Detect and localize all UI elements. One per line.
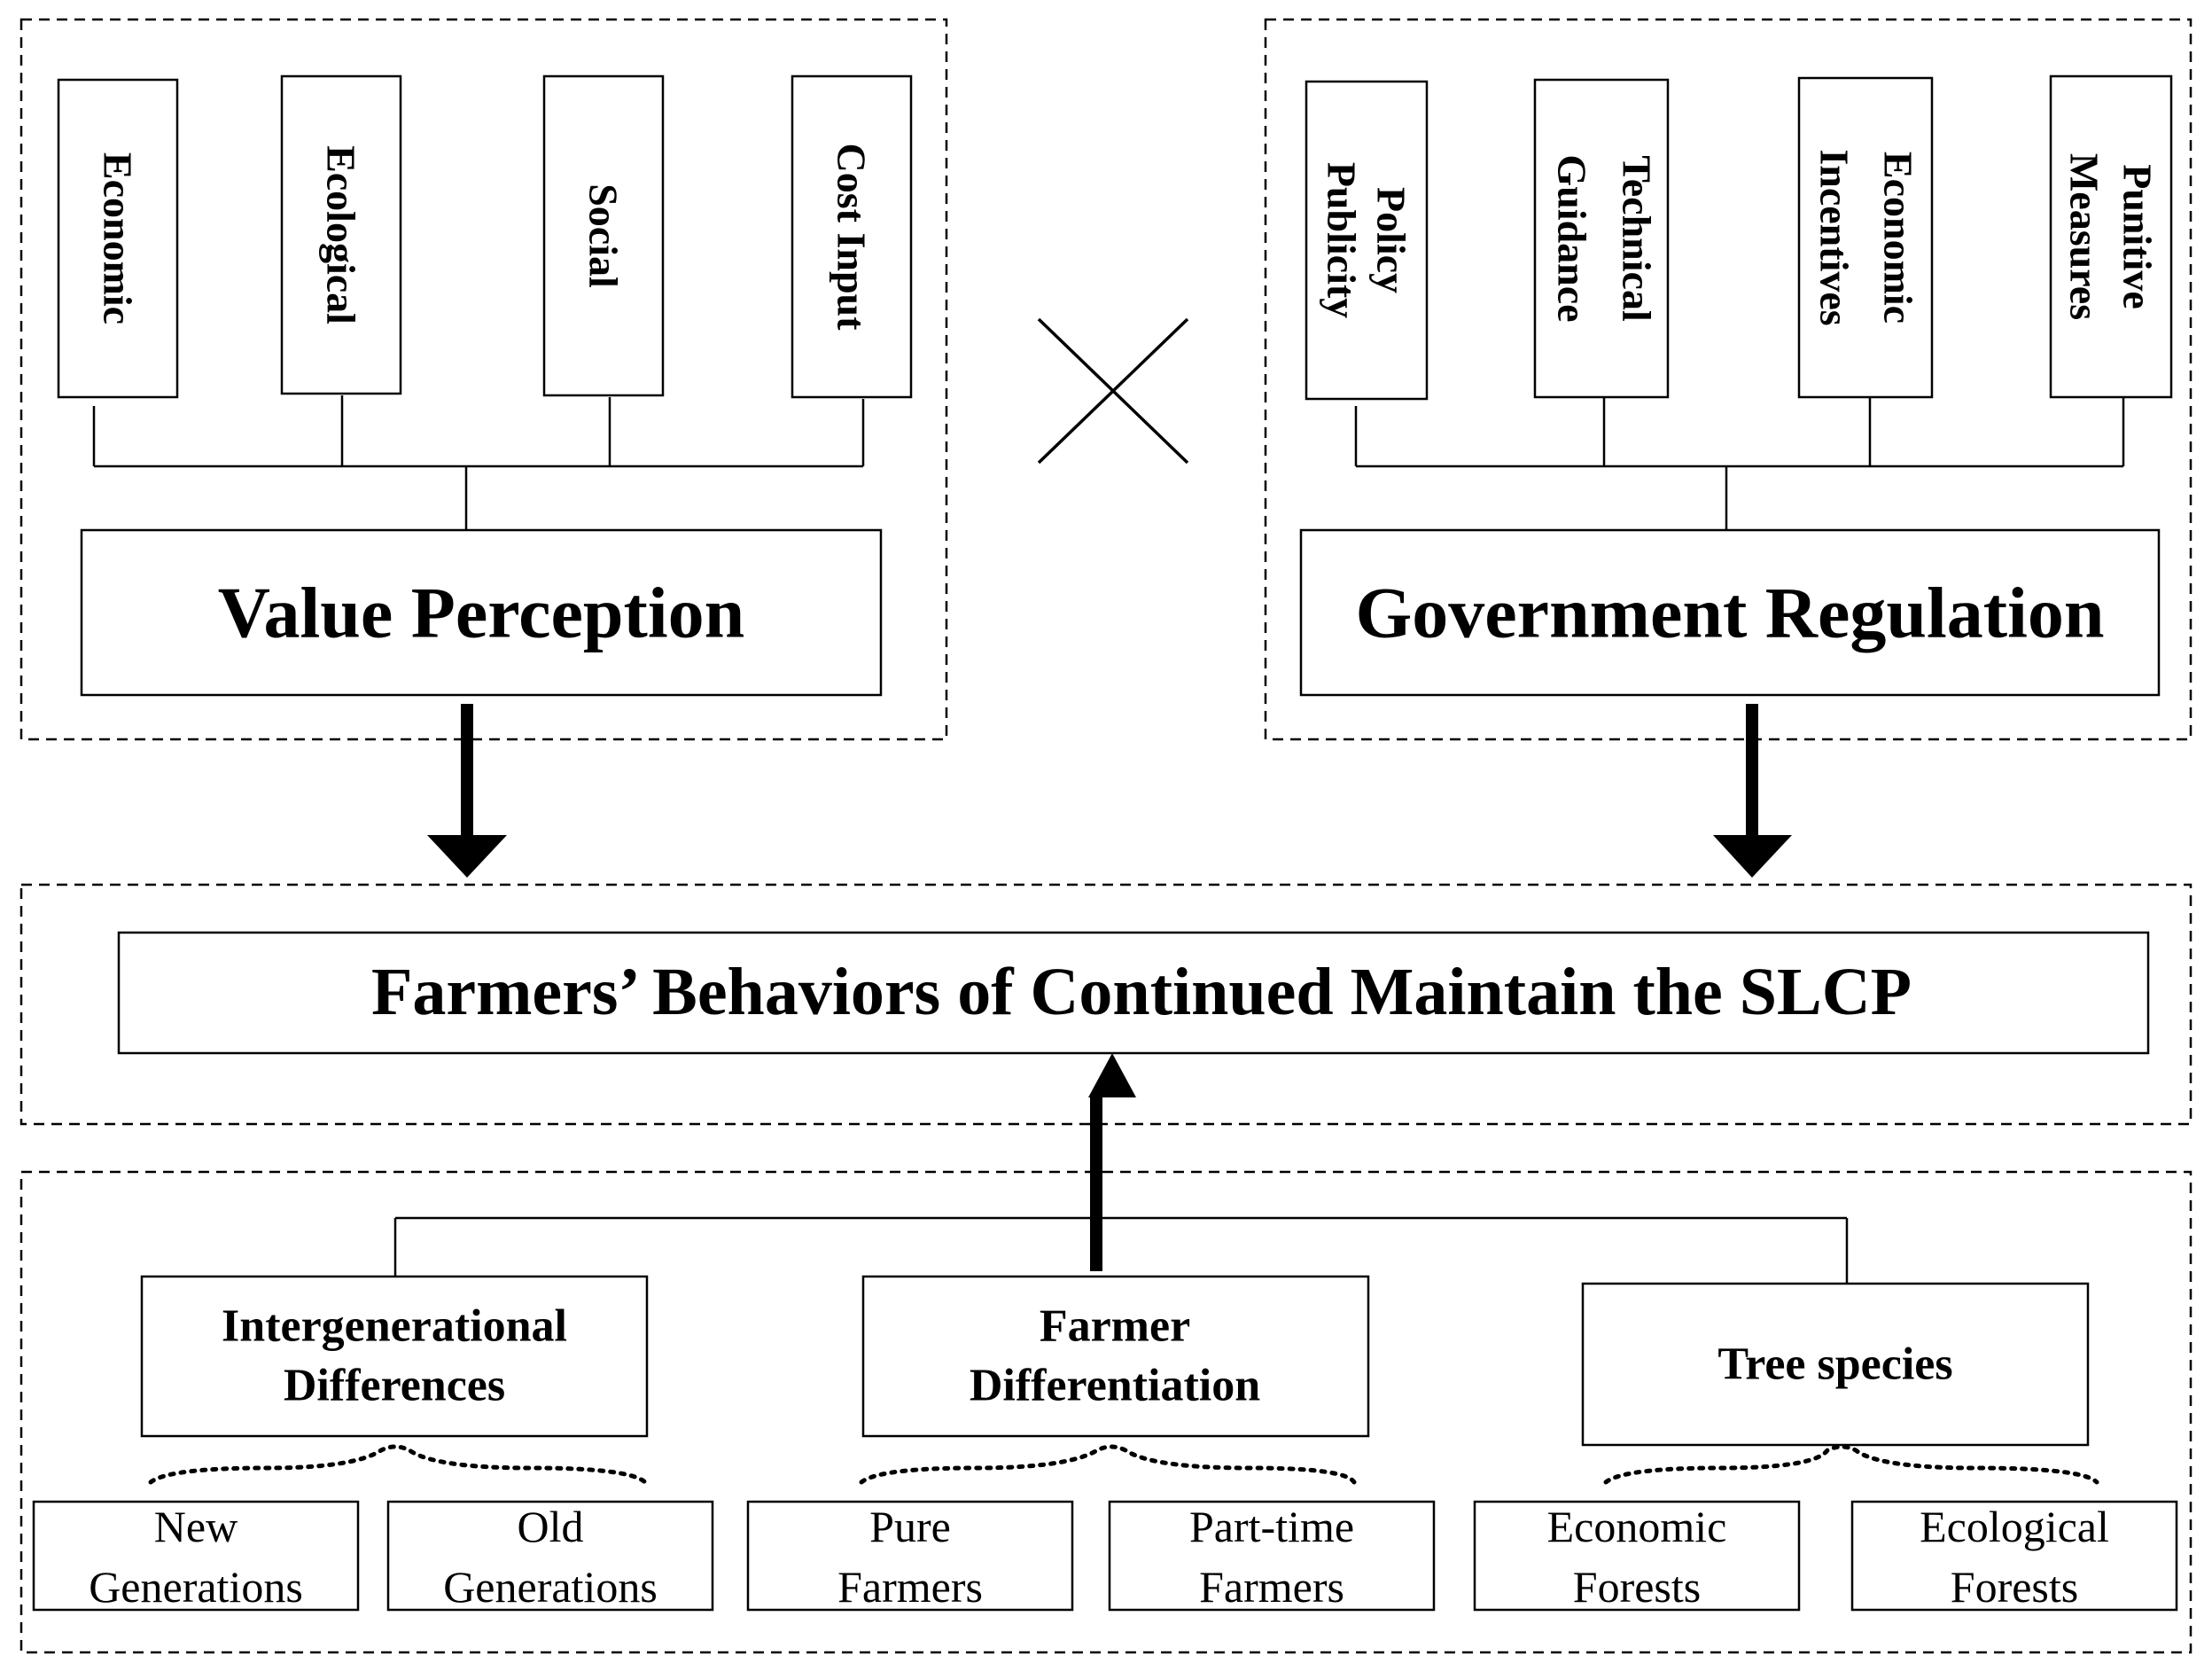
regulation-factor-label: Economic <box>1876 152 1921 324</box>
value-factor-ecological <box>280 74 402 395</box>
value-perception-title: Value Perception <box>218 573 744 653</box>
value-factor-label: Cost Input <box>830 144 875 332</box>
group-box-tree-species <box>1581 1282 2090 1447</box>
value-factor-economic <box>57 78 179 399</box>
leaf-label-line: Pure <box>869 1502 951 1551</box>
value-perception-box <box>80 528 883 697</box>
leaf-new-generations <box>32 1500 360 1612</box>
value-factor-boxes <box>57 74 913 399</box>
leaf-label-line: Generations <box>89 1562 303 1612</box>
regulation-factor-label: Incentives <box>1812 149 1858 325</box>
government-regulation-box <box>1299 528 2161 697</box>
leaf-label-line: Farmers <box>1199 1562 1344 1612</box>
regulation-factor-policy-publicity <box>1305 80 1429 401</box>
value-factor-cost-input <box>791 74 913 399</box>
regulation-factor-label: Publicity <box>1320 162 1365 318</box>
group-title-line: Farmer <box>1040 1301 1190 1352</box>
group-title-line: Differentiation <box>970 1361 1260 1411</box>
regulation-factor-label: Policy <box>1369 187 1414 293</box>
leaf-label-line: Farmers <box>837 1562 983 1612</box>
outcome-box <box>117 931 2150 1055</box>
regulation-factor-technical-guidance <box>1533 78 1670 399</box>
leaf-pure-farmers <box>746 1500 1074 1612</box>
arrow-heterogeneity-to-outcome <box>1088 1053 1136 1271</box>
leaf-label-line: Generations <box>443 1562 658 1612</box>
brace-tree-species <box>1603 1444 2099 1485</box>
value-factor-label: Economic <box>96 152 141 324</box>
group-box-intergenerational <box>140 1275 649 1438</box>
regulation-factor-punitive-measures <box>2049 74 2173 399</box>
value-factor-label: Social <box>581 183 627 288</box>
arrow-value-to-outcome <box>427 704 507 878</box>
group-title-line: Intergenerational <box>222 1301 567 1352</box>
leaf-label-line: Economic <box>1547 1502 1727 1551</box>
leaf-label-line: Ecological <box>1920 1502 2109 1551</box>
value-perception-group <box>19 18 948 741</box>
leaf-label-line: Part-time <box>1189 1502 1354 1551</box>
regulation-factor-boxes <box>1305 74 2173 401</box>
brace-intergenerational <box>148 1444 648 1485</box>
heterogeneity-group <box>19 1170 2193 1654</box>
government-regulation-title: Government Regulation <box>1356 573 2105 653</box>
multiply-cross-icon <box>1037 317 1189 465</box>
regulation-connector-tree <box>1354 397 2125 530</box>
leaf-economic-forests <box>1473 1500 1801 1612</box>
leaf-old-generations <box>386 1500 714 1612</box>
arrow-regulation-to-outcome <box>1713 704 1792 878</box>
outcome-group <box>19 883 2193 1126</box>
regulation-factor-economic-incentives <box>1797 76 1934 399</box>
leaf-part-time-farmers <box>1108 1500 1436 1612</box>
regulation-factor-label: Punitive <box>2115 164 2161 309</box>
group-box-farmer-differentiation <box>861 1275 1370 1438</box>
value-factor-label: Ecological <box>319 145 364 324</box>
brace-farmer-differentiation <box>859 1444 1357 1485</box>
value-connector-tree <box>92 395 865 530</box>
regulation-factor-label: Measures <box>2062 153 2107 320</box>
regulation-factor-label: Technical <box>1615 155 1660 321</box>
group-title-line: Differences <box>284 1361 505 1411</box>
leaf-boxes <box>32 1500 2178 1612</box>
outcome-title: Farmers’ Behaviors of Continued Maintain… <box>371 955 1912 1029</box>
value-factor-social <box>542 74 665 397</box>
government-regulation-group <box>1264 18 2193 741</box>
leaf-label-line: New <box>154 1502 238 1551</box>
regulation-factor-label: Guidance <box>1550 154 1595 322</box>
group-braces <box>148 1444 2099 1485</box>
leaf-ecological-forests <box>1850 1500 2178 1612</box>
group-title-line: Tree species <box>1717 1339 1952 1390</box>
leaf-label-line: Forests <box>1951 1562 2078 1612</box>
leaf-label-line: Old <box>518 1502 584 1551</box>
heterogeneity-connector-tree <box>393 1216 1849 1284</box>
leaf-label-line: Forests <box>1573 1562 1701 1612</box>
